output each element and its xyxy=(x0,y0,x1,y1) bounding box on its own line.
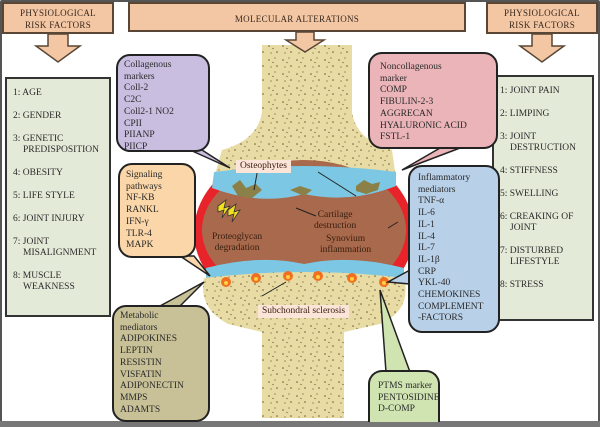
list-item: 8: STRESS xyxy=(500,280,544,290)
header-molecular-alterations: MOLECULAR ALTERATIONS xyxy=(128,2,466,32)
list-item: 4: STIFFNESS xyxy=(500,166,558,176)
list-item: 2: GENDER xyxy=(13,111,62,121)
header-line: RISK FACTORS xyxy=(24,20,92,30)
header-physiological-risk-factors-left: PHYSIOLOGICAL RISK FACTORS xyxy=(2,2,114,34)
list-item: 2: LIMPING xyxy=(500,109,550,119)
list-item: 5: SWELLING xyxy=(500,189,559,199)
header-line: MOLECULAR ALTERATIONS xyxy=(234,14,360,24)
list-item: 6: JOINT INJURY xyxy=(13,214,85,224)
list-item: 4: OBESITY xyxy=(13,168,63,178)
bubble-tail-metabolic xyxy=(159,281,205,307)
subchondral-sclerosis-label: Subchondral sclerosis xyxy=(258,305,350,318)
lower-bone xyxy=(203,272,406,418)
osteophytes-label: Osteophytes xyxy=(236,160,291,173)
annotation-arrows xyxy=(253,167,399,297)
header-arrow-right xyxy=(517,33,567,63)
header-line: RISK FACTORS xyxy=(508,20,576,30)
header-physiological-risk-factors-right: PHYSIOLOGICAL RISK FACTORS xyxy=(486,2,598,34)
list-item: 5: LIFE STYLE xyxy=(13,191,75,201)
header-arrow-middle xyxy=(283,31,327,53)
list-item: 1: JOINT PAIN xyxy=(500,86,560,96)
header-arrow-left xyxy=(33,33,83,63)
upper-osteophytes xyxy=(232,180,380,198)
header-line: PHYSIOLOGICAL xyxy=(504,8,580,18)
upper-bone xyxy=(214,45,396,178)
list-item: 1: AGE xyxy=(13,88,42,98)
bottom-border xyxy=(0,421,600,427)
header-line: PHYSIOLOGICAL xyxy=(20,8,96,18)
lightning-icon xyxy=(217,199,241,223)
